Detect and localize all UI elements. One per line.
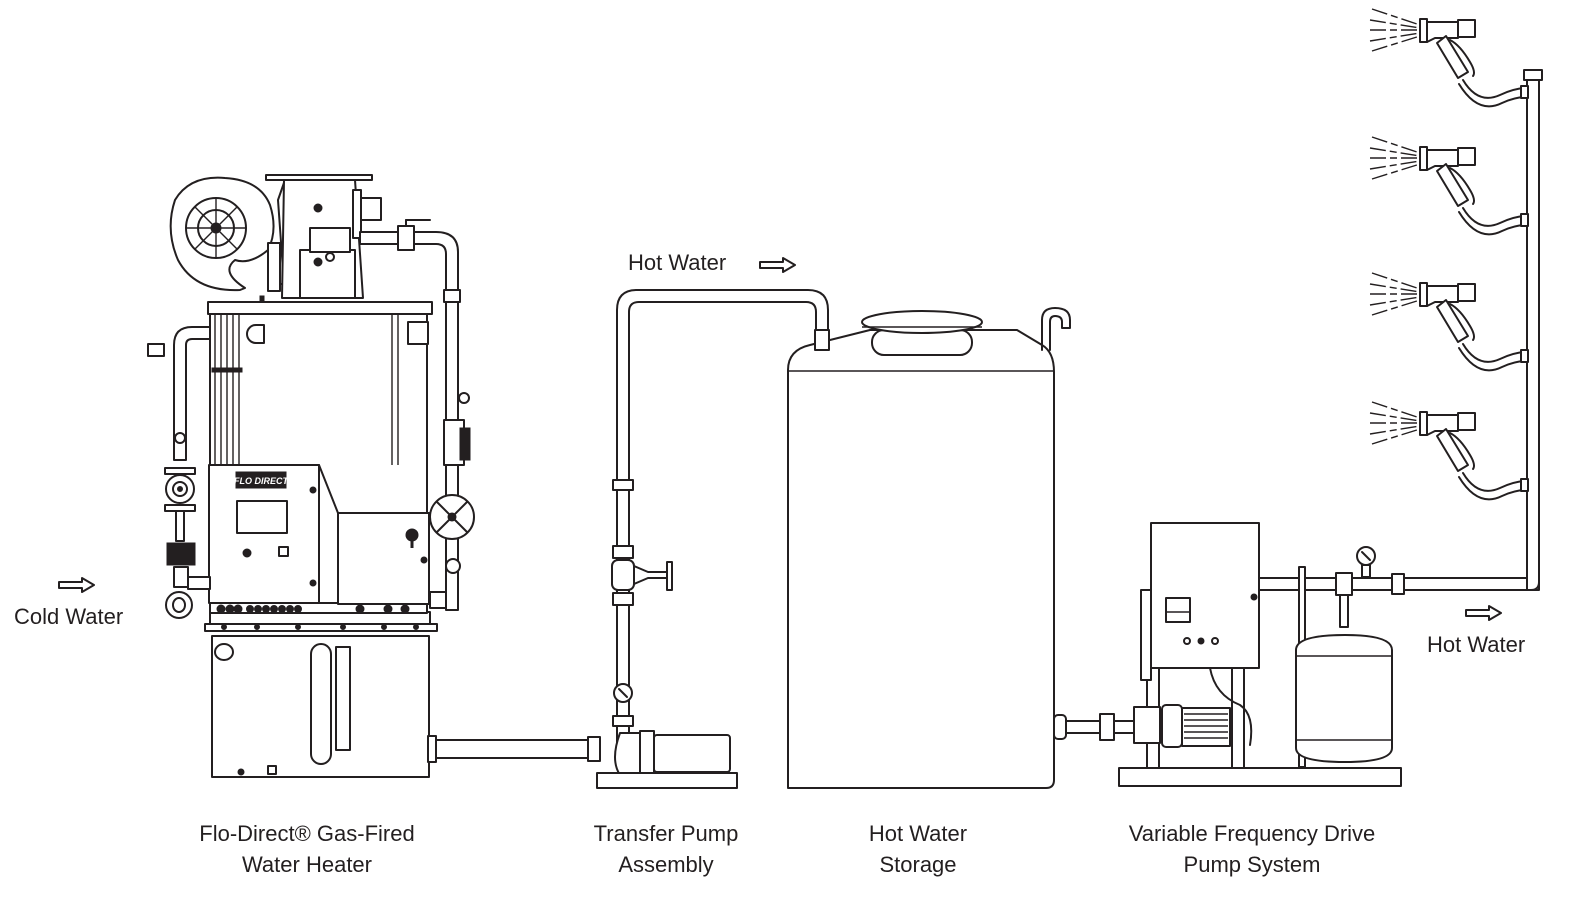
expansion-tank — [1295, 634, 1393, 763]
water-heater-caption: Flo-Direct® Gas-Fired Water Heater — [187, 818, 427, 880]
burner-blower — [169, 176, 275, 292]
sight-gauge — [335, 646, 351, 751]
flange-bolts — [221, 624, 419, 630]
sight-tube — [310, 643, 332, 765]
vfd-skid-base — [1118, 767, 1402, 787]
flange-band — [204, 623, 438, 632]
vfd-pump-volute — [1133, 706, 1161, 744]
pressure-switch — [147, 343, 165, 357]
caption-line: Pump System — [1183, 852, 1321, 877]
spray-pattern — [1369, 8, 1421, 52]
pump-motor — [653, 734, 731, 773]
gate-valve-handle — [666, 561, 673, 591]
bracket — [407, 321, 429, 345]
caption-line: Storage — [879, 852, 957, 877]
tank-outlet — [1053, 714, 1067, 740]
storage-tank — [787, 307, 1071, 789]
blower-flange — [267, 242, 281, 292]
caption-line: Variable Frequency Drive — [1128, 821, 1376, 846]
vfd-pump — [1065, 69, 1543, 787]
hot-water-riser — [1526, 77, 1540, 591]
caption-line: Assembly — [618, 852, 714, 877]
panel-switch — [278, 546, 289, 557]
spray-nozzle — [1369, 136, 1529, 236]
transfer-pump-caption: Transfer Pump Assembly — [566, 818, 766, 880]
nozzle-grip — [1436, 35, 1469, 79]
hot-water-outlet-label: Hot Water — [1427, 632, 1526, 657]
panel-brand-text: FLO DIRECT — [234, 476, 289, 486]
heater-outlet-pipe — [428, 739, 595, 759]
nozzle-tip — [1419, 18, 1428, 43]
lifting-lug — [246, 324, 265, 344]
caption-line: Flo-Direct® Gas-Fired — [199, 821, 415, 846]
spray-nozzle — [1369, 272, 1529, 372]
cable-glands — [216, 604, 410, 614]
fitting — [267, 765, 277, 775]
touchscreen-display — [236, 500, 288, 534]
inlet-gauge — [174, 432, 186, 444]
right-arrow-icon — [1465, 605, 1502, 621]
cold-water-label: Cold Water — [14, 604, 124, 629]
gas-ball-valve — [397, 225, 415, 251]
vfd-button — [1183, 637, 1191, 645]
spray-nozzle — [1369, 401, 1529, 501]
panel-button — [242, 548, 252, 558]
panel-brand-plate — [235, 471, 287, 489]
vfd-display — [1165, 597, 1191, 623]
storage-tank-caption: Hot Water Storage — [838, 818, 998, 880]
caption-line: Transfer Pump — [593, 821, 739, 846]
valve-actuator — [166, 542, 196, 566]
right-arrow-icon — [58, 577, 95, 593]
vfd-control-cabinet — [1150, 522, 1260, 669]
tube-clamp — [211, 367, 243, 373]
caption-line: Water Heater — [241, 852, 372, 877]
gas-valve-actuator — [360, 197, 382, 221]
right-arrow-icon — [759, 257, 796, 273]
gate-valve-body — [611, 559, 635, 591]
pump-base — [596, 772, 738, 789]
bolt — [237, 768, 245, 776]
transfer-pump — [596, 289, 829, 789]
pump-volute — [614, 732, 641, 776]
tank-body — [787, 329, 1055, 789]
motor-fins — [1184, 713, 1228, 739]
inlet-pipe — [173, 326, 211, 461]
burner-control-box — [337, 512, 430, 605]
hot-water-inlet-label: Hot Water — [628, 250, 727, 275]
caption-line: Hot Water — [868, 821, 968, 846]
water-heater: FLO DIRECT — [147, 174, 601, 778]
tubes — [214, 314, 240, 465]
vfd-pump-caption: Variable Frequency Drive Pump System — [1112, 818, 1392, 880]
gas-gauge — [458, 392, 470, 404]
top-flange — [207, 301, 433, 315]
drain-fitting — [214, 643, 234, 661]
spray-nozzle — [1369, 8, 1529, 108]
